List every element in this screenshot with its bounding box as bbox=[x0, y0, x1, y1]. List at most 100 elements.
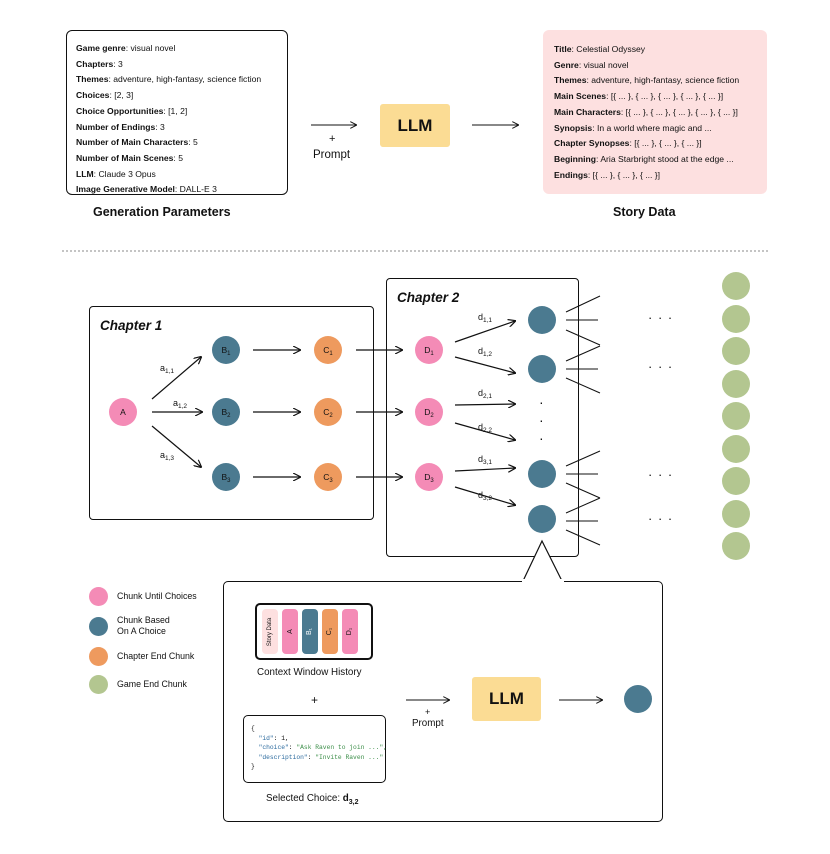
node-b1: B1 bbox=[212, 336, 240, 364]
param-value: : [2, 3] bbox=[109, 90, 134, 101]
node-d1: D1 bbox=[415, 336, 443, 364]
chapter-1-title: Chapter 1 bbox=[100, 318, 163, 333]
edge-d21 bbox=[454, 404, 515, 405]
callout-gap bbox=[522, 579, 564, 583]
json-description-value: "Invite Raven ..." bbox=[315, 753, 384, 761]
param-row: Choice Opportunities: [1, 2] bbox=[76, 104, 287, 120]
node-d3: D3 bbox=[415, 463, 443, 491]
param-key: Game genre bbox=[76, 43, 126, 53]
node-label-d1: D1 bbox=[424, 345, 434, 357]
param-value: : Claude 3 Opus bbox=[93, 168, 156, 179]
selected-choice-base: d bbox=[342, 793, 349, 804]
story-key: Endings bbox=[554, 169, 588, 180]
story-key: Main Characters bbox=[554, 106, 621, 117]
edge-a-b3 bbox=[151, 425, 201, 467]
vertical-dot-3: · bbox=[539, 430, 544, 446]
story-key: Themes bbox=[554, 75, 587, 86]
ellipsis-row-3: · · · bbox=[648, 467, 674, 482]
node-label-d3: D3 bbox=[424, 472, 434, 484]
context-cell: C₁ bbox=[322, 609, 338, 654]
edge-a-b1 bbox=[151, 357, 201, 400]
story-row: Synopsis: In a world where magic and ... bbox=[554, 121, 767, 137]
story-value: : [{ ... }, { ... }, { ... }, { ... }, {… bbox=[620, 106, 738, 117]
json-choice-value: "Ask Raven to join ...", bbox=[296, 744, 388, 751]
param-row: Number of Main Scenes: 5 bbox=[76, 151, 287, 167]
selected-choice-caption-text: Selected Choice: bbox=[266, 793, 343, 804]
game-end-column bbox=[722, 272, 750, 565]
story-key: Main Scenes bbox=[554, 91, 607, 102]
top-llm-box: LLM bbox=[380, 104, 450, 147]
param-row: Number of Endings: 3 bbox=[76, 120, 287, 136]
json-close-brace: } bbox=[251, 763, 255, 770]
legend-swatch bbox=[89, 647, 108, 666]
node-label-c3: C3 bbox=[323, 472, 333, 484]
param-row: Chapters: 3 bbox=[76, 57, 287, 73]
node-a: A bbox=[109, 398, 137, 426]
story-value: : Celestial Odyssey bbox=[571, 44, 646, 54]
game-end-node bbox=[722, 467, 750, 495]
callout-pointer bbox=[522, 539, 563, 582]
legend-item: Chunk Until Choices bbox=[89, 583, 239, 610]
param-key: Number of Endings bbox=[76, 121, 156, 132]
game-end-node bbox=[722, 532, 750, 560]
node-d2: D2 bbox=[415, 398, 443, 426]
top-plus-sign: + bbox=[329, 133, 336, 145]
node-label-a: A bbox=[120, 407, 126, 417]
node-b3: B3 bbox=[212, 463, 240, 491]
top-flow-arrows bbox=[62, 0, 768, 252]
legend-item: Chunk Based On A Choice bbox=[89, 611, 239, 641]
chapter-2-title: Chapter 2 bbox=[397, 290, 460, 305]
detail-plus-sign: + bbox=[311, 693, 319, 707]
game-end-node bbox=[722, 434, 750, 463]
story-value: : Aria Starbright stood at the edge ... bbox=[596, 153, 734, 164]
legend-item: Game End Chunk bbox=[89, 671, 239, 698]
param-row: Game genre: visual novel bbox=[76, 41, 287, 57]
game-end-node bbox=[722, 499, 750, 528]
story-row: Genre: visual novel bbox=[554, 58, 767, 74]
json-id-key: "id" bbox=[258, 734, 274, 742]
legend-swatch bbox=[89, 587, 108, 606]
node-c3: C3 bbox=[314, 463, 342, 491]
param-key: Chapters bbox=[76, 58, 114, 69]
legend-label: Chapter End Chunk bbox=[117, 651, 195, 661]
story-value: : In a world where magic and ... bbox=[592, 122, 712, 133]
param-value: : 3 bbox=[113, 58, 123, 69]
param-key: Number of Main Scenes bbox=[76, 152, 174, 163]
param-key: Image Generative Model bbox=[76, 184, 175, 195]
legend-swatch bbox=[89, 616, 108, 636]
param-key: Choices bbox=[76, 90, 110, 101]
param-value: : adventure, high-fantasy, science ficti… bbox=[108, 74, 262, 85]
selected-choice-caption: Selected Choice: d3,2 bbox=[266, 793, 359, 806]
node-c2: C2 bbox=[314, 398, 342, 426]
json-choice-key: "choice" bbox=[258, 744, 289, 751]
fan-out-lines bbox=[565, 295, 601, 546]
edge-d12 bbox=[454, 356, 515, 373]
story-key: Genre bbox=[554, 59, 579, 70]
story-row: Beginning: Aria Starbright stood at the … bbox=[554, 152, 767, 168]
node-label-c2: C2 bbox=[323, 407, 333, 419]
edge-d31 bbox=[454, 468, 515, 471]
node-label-d2: D2 bbox=[424, 407, 434, 419]
game-end-node bbox=[722, 304, 750, 333]
param-row: Number of Main Characters: 5 bbox=[76, 135, 287, 151]
edge-d22 bbox=[454, 422, 515, 440]
detail-llm-label: LLM bbox=[489, 689, 524, 708]
story-value: : [{ ... }, { ... }, { ... }] bbox=[629, 138, 702, 149]
selected-choice-json: { "id": 1, "choice": "Ask Raven to join … bbox=[243, 715, 388, 783]
story-row: Endings: [{ ... }, { ... }, { ... }] bbox=[554, 168, 767, 184]
context-window-caption: Context Window History bbox=[257, 667, 362, 678]
chapter-2-box bbox=[386, 278, 579, 557]
story-data-caption: Story Data bbox=[613, 205, 676, 219]
param-row: LLM: Claude 3 Opus bbox=[76, 167, 287, 183]
story-value: : adventure, high-fantasy, science ficti… bbox=[586, 75, 740, 86]
legend-item: Chapter End Chunk bbox=[89, 643, 239, 670]
json-open-brace: { bbox=[251, 725, 255, 732]
json-description-key: "description" bbox=[258, 753, 308, 761]
ellipsis-row-2: · · · bbox=[648, 359, 674, 374]
node-label-b2: B2 bbox=[221, 407, 231, 419]
